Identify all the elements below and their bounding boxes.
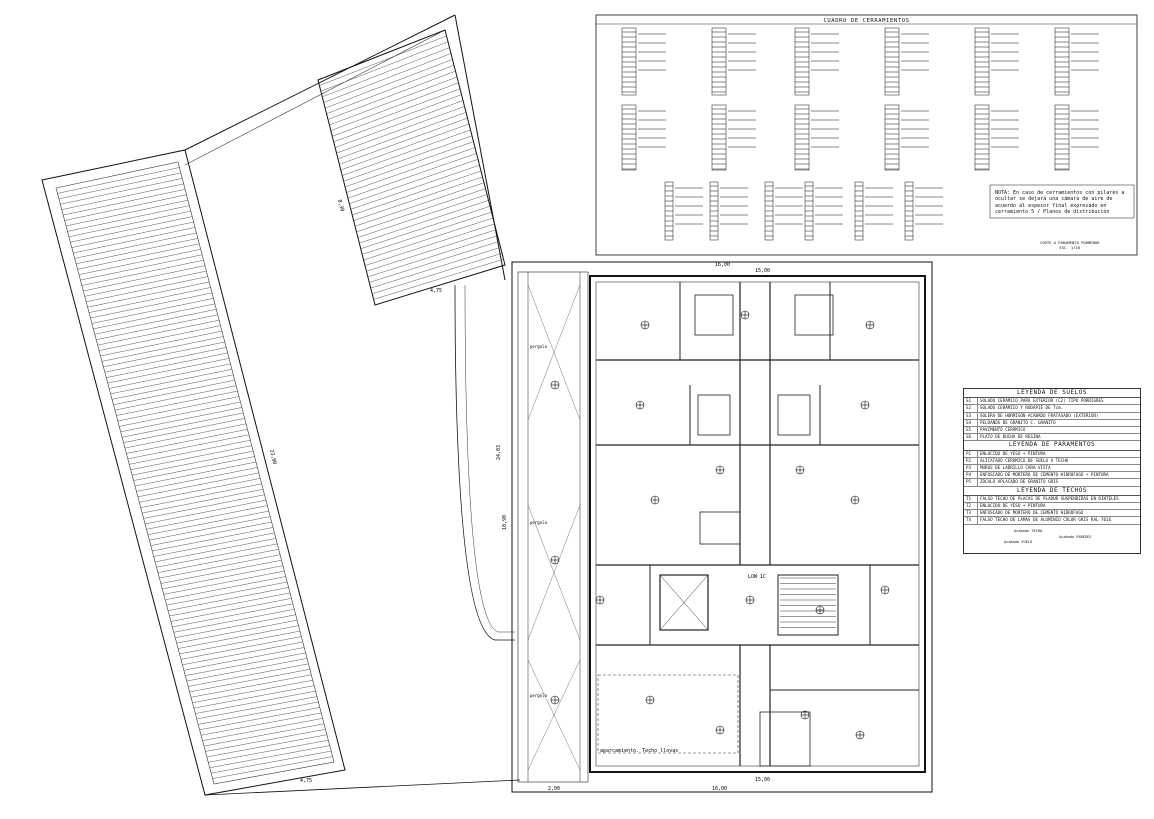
legend-row-code: T4 [964, 517, 978, 524]
legend-row-code: S2 [964, 405, 978, 412]
legend-key-suelo: Acabado SUELO [1004, 539, 1033, 544]
legend-key-paredes: Acabado PAREDES [1059, 534, 1092, 539]
dim-left-height-a: 24,03 [496, 445, 502, 460]
dim-top-total: 16,00 [715, 262, 730, 268]
ramp-length-label: 23,00 [268, 449, 277, 465]
dim-bottom-left: 2,00 [548, 786, 560, 792]
pergola-label-3: pergola [530, 693, 547, 698]
legend-row-code: S6 [964, 434, 978, 441]
legend-key-techo: Acabado TECHO [1014, 528, 1043, 533]
ramp-width-label: 4,75 [300, 778, 312, 784]
dim-bottom-inner: 15,00 [755, 777, 770, 783]
parking-note: aparcamiento. Techo llovas [600, 748, 678, 754]
legend-key: Acabado TECHO Acabado PAREDES Acabado SU… [964, 525, 1140, 547]
legend-row-desc: PELDAÑOS DE GRANITO C. GRANITO [980, 419, 1056, 425]
pergola-zone: pergola pergola pergola [517, 271, 589, 783]
legend-row-desc: SOLADO CERÁMICO Y RODAPIÉ DE 7cm. [980, 405, 1064, 411]
stair-treads [780, 577, 836, 628]
cuadro-cerramientos [595, 14, 1138, 256]
legend-row-desc: FALSO TECHO DE LAMAS DE ALUMINIO COLOR G… [980, 517, 1112, 523]
dim-left-height-b: 10,90 [502, 515, 508, 530]
cuadro-nota: NOTA: En caso de cerramientos con pilare… [995, 190, 1125, 216]
legend-row-desc: ENLUCIDO DE YESO + PINTURA [980, 503, 1046, 509]
legend-row-code: P2 [964, 457, 978, 465]
parking-area [597, 674, 739, 754]
legend-row-code: P1 [964, 450, 978, 457]
legend-row-code: T2 [964, 503, 978, 510]
legend-row-code: P4 [964, 472, 978, 479]
legend-row-desc: MUROS DE LADRILLO CARA VISTA [980, 465, 1051, 471]
pergola-label-2: pergola [530, 520, 547, 525]
cuadro-footer-line1: CORTE A PARAMENTO PORMENOR [1040, 240, 1100, 245]
stair-label: LOW 1C [748, 574, 766, 580]
legend-row-desc: ZÓCALO APLACADO DE GRANITO GRIS [980, 479, 1059, 485]
legend-row-desc: PAVIMENTO CERÁMICO [980, 427, 1026, 433]
legend-row-code: S3 [964, 412, 978, 419]
legend-row-code: S1 [964, 398, 978, 405]
ramp-outline [184, 14, 521, 796]
legend-row-code: P5 [964, 479, 978, 486]
dim-bottom-total: 16,00 [712, 786, 727, 792]
cuadro-title: CUADRO DE CERRAMIENTOS [823, 18, 910, 24]
cuadro-footer: CORTE A PARAMENTO PORMENOR ESC. 1/20 [1040, 240, 1099, 250]
roof-strip-long: 23,00 4,75 [41, 149, 346, 796]
roof-strip-short: 8,30 4,75 [317, 29, 506, 306]
legend-row-desc: SOLERA DE HORMIGÓN ACABADO FRATASADO (EX… [980, 412, 1099, 418]
dim-top-inner: 15,00 [755, 268, 770, 274]
legend-row-desc: SOLADO CERÁMICO PARA EXTERIOR (C2) TIPO … [980, 398, 1104, 404]
legend-row-desc: ENLUCIDO DE YESO + PINTURA [980, 450, 1046, 456]
building-outline: 16,00 15,00 15,00 16,00 2,00 24,03 10,90 [496, 261, 933, 793]
legend-row-code: T3 [964, 510, 978, 517]
legend-paramentos-title: LEYENDA DE PARAMENTOS [964, 441, 1140, 451]
pergola-label-1: pergola [530, 344, 547, 349]
legend-row-desc: ALICATADO CERÁMICO DE SUELO A TECHO [980, 457, 1069, 463]
ceiling-fixtures [550, 310, 890, 740]
roof-width-label: 4,75 [430, 288, 442, 294]
legend-row-desc: ENFOSCADO DE MORTERO DE CEMENTO HIDRÓFUG… [980, 510, 1084, 516]
elevator-core [659, 574, 709, 631]
legend-suelos-title: LEYENDA DE SUELOS [964, 389, 1140, 399]
legend-row-code: S4 [964, 419, 978, 427]
legend-row-desc: PLATO DE DUCHA DE RESINA [980, 434, 1041, 440]
legend-row-desc: ENFOSCADO DE MORTERO DE CEMENTO HIDRÓFUG… [980, 472, 1109, 478]
roof-length-label: 8,30 [336, 199, 345, 212]
interior-walls [596, 282, 919, 767]
legend-techos-title: LEYENDA DE TECHOS [964, 487, 1140, 496]
legend-row-desc: FALSO TECHO DE PLACAS DE PLADUR SUSPENDI… [980, 495, 1119, 501]
legend-row-code: S5 [964, 427, 978, 434]
legend-row-code: P3 [964, 465, 978, 472]
cuadro-footer-line2: ESC. 1/20 [1059, 245, 1080, 250]
legend-row-code: T1 [964, 495, 978, 503]
